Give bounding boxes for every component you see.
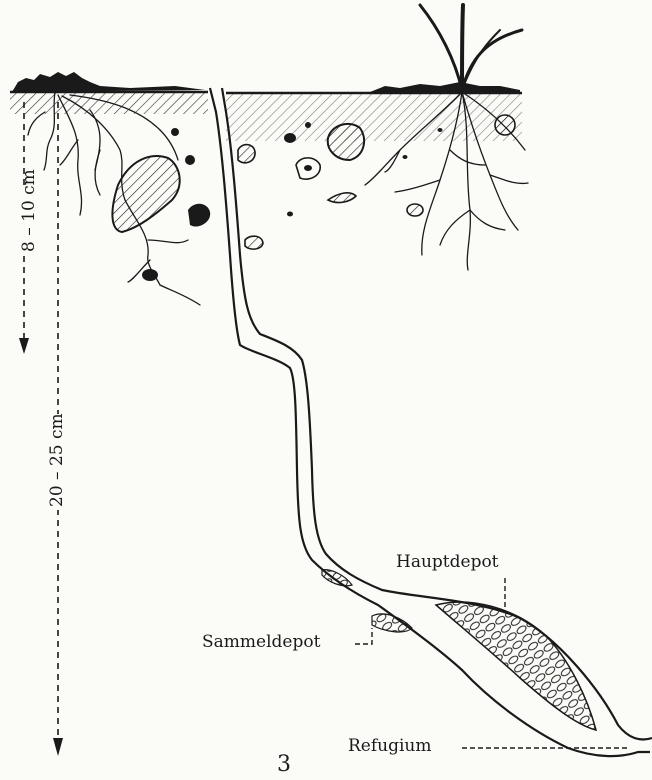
grass-plant	[420, 5, 522, 90]
main-depot-label: Hauptdepot	[396, 552, 499, 572]
depth-label-deep: 20 – 25 cm	[47, 414, 67, 510]
collection-depot-label: Sammeldepot	[202, 632, 320, 652]
figure-number: 3	[277, 752, 291, 777]
left-stones	[112, 128, 210, 281]
depth-label-shallow: 8 – 10 cm	[19, 189, 39, 255]
burrow-tunnel	[210, 88, 652, 756]
main-depot	[436, 602, 596, 730]
refuge-label: Refugium	[348, 736, 432, 756]
collection-depot	[322, 570, 412, 632]
soil-surface	[10, 72, 522, 141]
